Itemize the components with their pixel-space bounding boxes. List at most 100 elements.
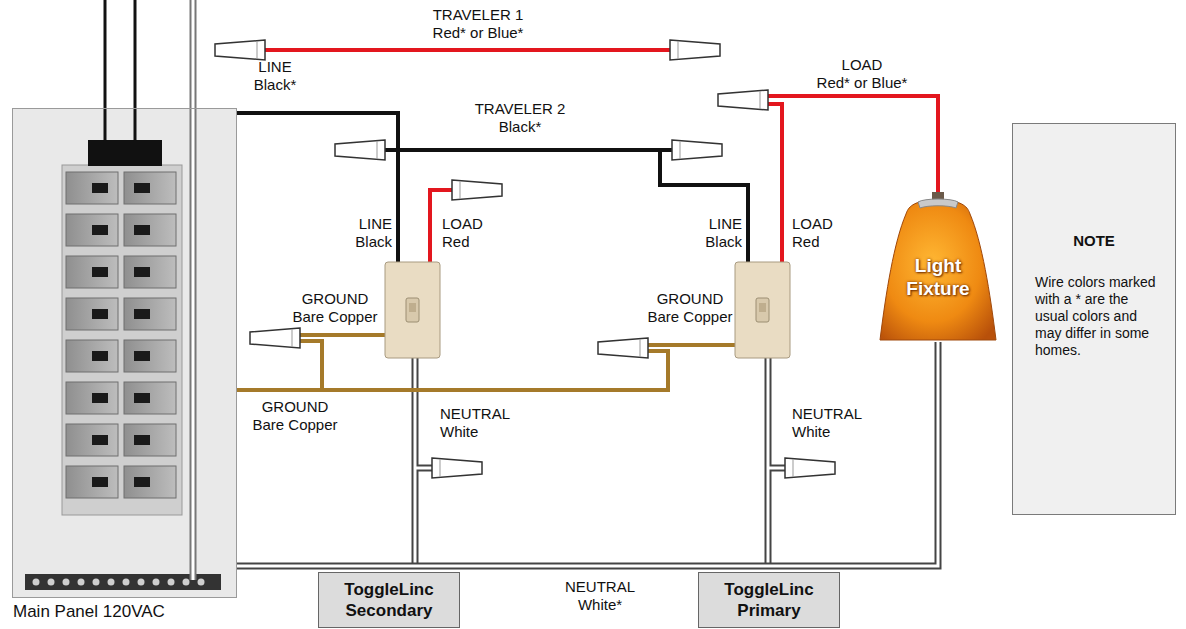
device-label: ToggleLinc Secondary	[318, 572, 460, 628]
breaker	[124, 424, 176, 456]
wire-nut	[670, 40, 720, 60]
breaker	[66, 466, 118, 498]
device-label: ToggleLinc Primary	[698, 572, 840, 628]
feed-wire	[104, 0, 107, 141]
screw	[93, 579, 100, 586]
wire-nut	[718, 90, 768, 110]
wire-label: LINE Black*	[254, 58, 297, 94]
wire-nut-rib	[678, 41, 679, 59]
breaker-handle	[92, 183, 108, 193]
feed-neutral	[190, 0, 197, 580]
wire-nut-rib	[377, 141, 378, 159]
wire-label: NEUTRAL White	[792, 405, 862, 441]
hot-wire	[237, 113, 748, 262]
wire-nut	[215, 40, 265, 60]
breaker	[66, 424, 118, 456]
node-label: ToggleLinc Secondary	[335, 579, 443, 621]
note-heading: NOTE	[1013, 232, 1175, 249]
breaker	[66, 256, 118, 288]
wire-nut-rib	[292, 329, 293, 347]
breaker-handle	[92, 309, 108, 319]
breaker-handle	[134, 393, 150, 403]
breaker-handle	[134, 309, 150, 319]
breaker	[124, 382, 176, 414]
panel-body	[12, 108, 237, 598]
node-label: Light Fixture	[878, 254, 998, 300]
breaker-handle	[92, 225, 108, 235]
breaker	[124, 340, 176, 372]
screw	[48, 579, 55, 586]
wire-label: NEUTRAL White*	[565, 578, 635, 614]
screw	[63, 579, 70, 586]
breaker-handle	[134, 225, 150, 235]
screw	[108, 579, 115, 586]
breaker-handle	[134, 183, 150, 193]
wire-nut-rib	[793, 459, 794, 477]
breaker-handle	[92, 351, 108, 361]
wire-label: LOAD Red	[792, 215, 833, 251]
electrical-panel: Main Panel 120VAC	[12, 108, 237, 598]
wire-nut	[432, 458, 482, 478]
screw	[183, 579, 190, 586]
wire-label: GROUND Bare Copper	[292, 290, 377, 326]
breaker	[124, 298, 176, 330]
wire-nut-rib	[257, 41, 258, 59]
breaker-handle	[134, 267, 150, 277]
ground-wire	[237, 335, 735, 390]
wire-label: GROUND Bare Copper	[252, 398, 337, 434]
wire-nut	[452, 180, 502, 200]
wire-label: TRAVELER 1 Red* or Blue*	[433, 6, 524, 42]
breaker-handle	[92, 267, 108, 277]
wire-label: NEUTRAL White	[440, 405, 510, 441]
breaker-frame	[62, 165, 182, 515]
wire-label: LINE Black	[705, 215, 742, 251]
breaker-handle	[92, 435, 108, 445]
wire-label: LOAD Red* or Blue*	[817, 56, 908, 92]
breaker-handle	[92, 393, 108, 403]
wire-label: TRAVELER 2 Black*	[475, 100, 566, 136]
wire-nut	[335, 140, 385, 160]
screw	[168, 579, 175, 586]
feed-wire	[134, 0, 137, 141]
screw	[78, 579, 85, 586]
main-breaker	[88, 140, 162, 166]
wire-label: GROUND Bare Copper	[647, 290, 732, 326]
wire-nut	[250, 328, 300, 348]
note-box: NOTE Wire colors marked with a * are the …	[1012, 123, 1176, 515]
feed-neutral	[192, 0, 195, 580]
toggle-switch	[735, 262, 790, 358]
wire-nut-rib	[760, 91, 761, 109]
breaker	[66, 214, 118, 246]
wire-label: LOAD Red	[442, 215, 483, 251]
wire-nut	[672, 140, 722, 160]
screw	[138, 579, 145, 586]
wire-nut-rib	[460, 181, 461, 199]
note-body: Wire colors marked with a * are the usua…	[1035, 274, 1163, 359]
neutral-bar-screws	[33, 579, 205, 586]
node-label: ToggleLinc Primary	[715, 579, 823, 621]
wire-label: LINE Black	[355, 215, 392, 251]
red-wire	[265, 50, 938, 262]
breaker-handle	[134, 477, 150, 487]
screw	[153, 579, 160, 586]
breakers	[66, 172, 176, 498]
breaker	[66, 298, 118, 330]
screw	[33, 579, 40, 586]
node-label: Main Panel 120VAC	[13, 602, 165, 622]
breaker	[66, 340, 118, 372]
breaker-handle	[92, 477, 108, 487]
light-fixture: Light Fixture	[878, 192, 998, 342]
wire-nut-rib	[680, 141, 681, 159]
toggle-switch	[385, 262, 440, 358]
breaker-handle	[134, 435, 150, 445]
wire-nut-rib	[640, 339, 641, 357]
breaker	[66, 172, 118, 204]
wire-nut-rib	[440, 459, 441, 477]
neutral-wire	[237, 342, 938, 566]
screw	[198, 579, 205, 586]
screw	[123, 579, 130, 586]
breaker	[124, 172, 176, 204]
breaker	[124, 466, 176, 498]
